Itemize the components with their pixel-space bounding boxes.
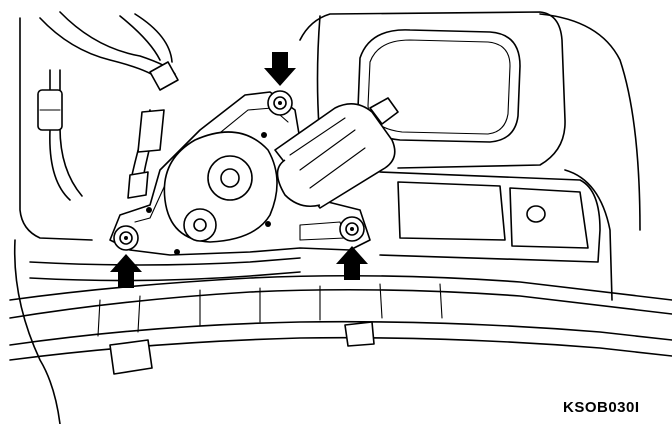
gear-housing bbox=[163, 131, 278, 243]
mounting-bolt-top bbox=[267, 90, 293, 116]
arrow-up-icon bbox=[336, 246, 368, 280]
arrow-down-icon bbox=[264, 52, 296, 86]
mounting-bolt-right bbox=[339, 216, 365, 242]
mounting-bolt-left bbox=[113, 225, 139, 251]
body-panel bbox=[13, 11, 641, 424]
figure-code: KSOB030I bbox=[563, 399, 640, 416]
wiper-motor bbox=[274, 97, 399, 209]
wiring-harness bbox=[37, 11, 179, 201]
cowl-frame bbox=[9, 257, 672, 375]
arrow-up-icon bbox=[110, 254, 142, 288]
